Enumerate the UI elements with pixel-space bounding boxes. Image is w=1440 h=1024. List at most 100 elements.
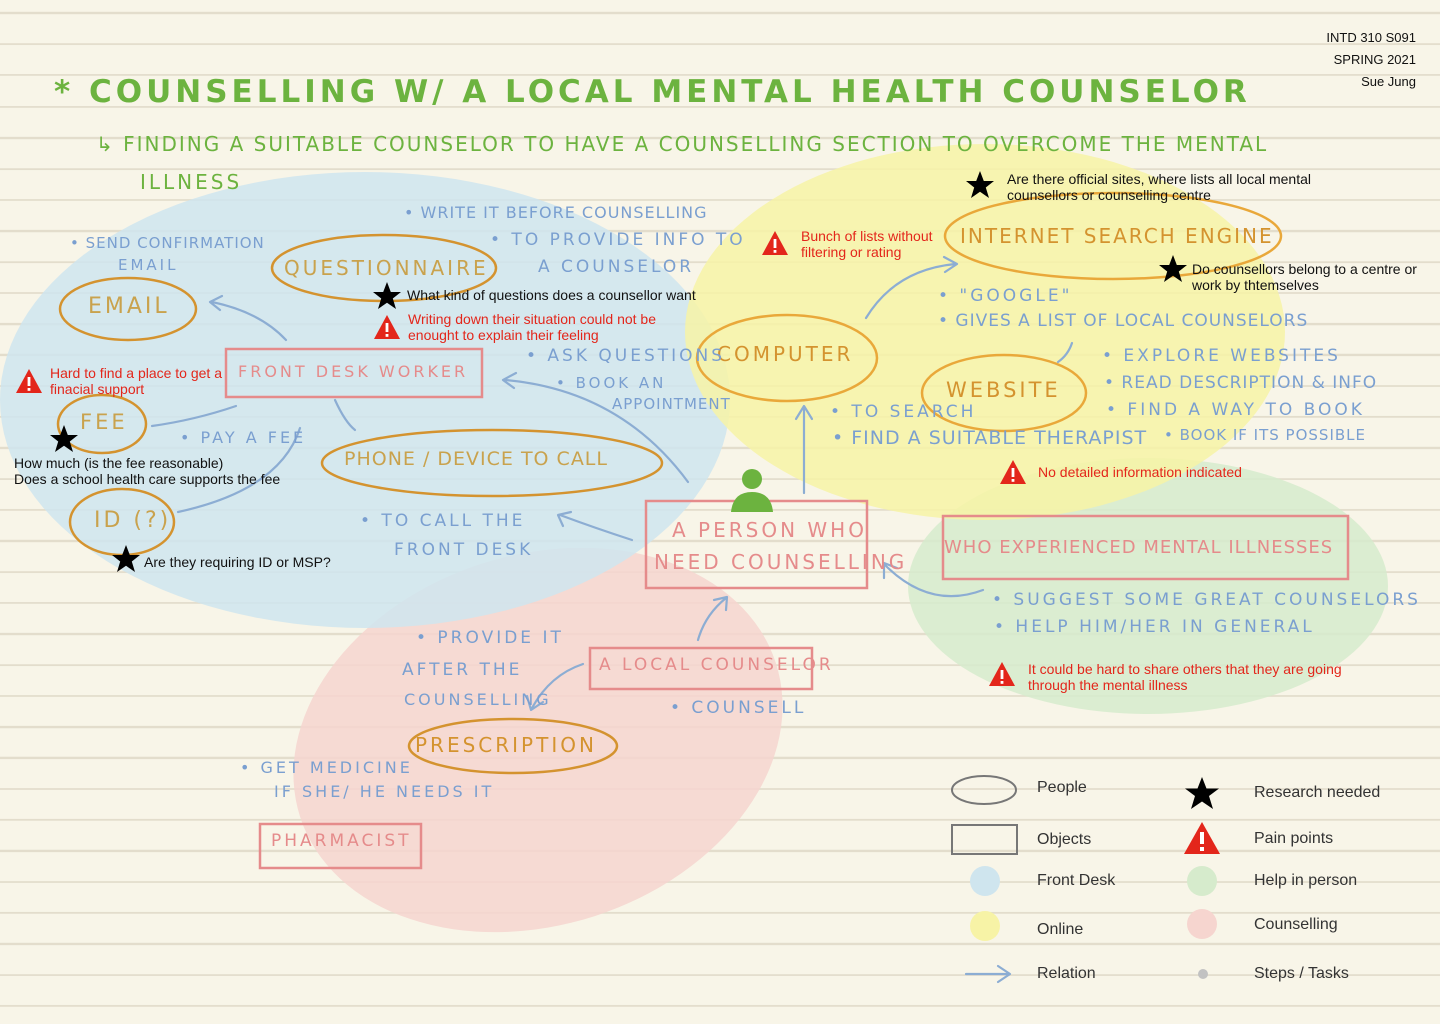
legend-counselling-dot bbox=[1187, 909, 1217, 939]
task-help-general: • HELP HIM/HER IN GENERAL bbox=[994, 617, 1315, 637]
website-ellipse bbox=[920, 353, 1088, 433]
task-provide-after-3: COUNSELLING bbox=[404, 690, 552, 709]
arrow-experienced-to-person bbox=[882, 561, 985, 598]
legend-online: Online bbox=[1037, 921, 1084, 938]
legend-online-dot bbox=[970, 911, 1000, 941]
task-google: • "GOOGLE" bbox=[938, 286, 1073, 306]
task-call-front-desk-2: FRONT DESK bbox=[394, 540, 534, 560]
task-provide-after-2: AFTER THE bbox=[402, 660, 523, 680]
legend-people: People bbox=[1037, 779, 1087, 796]
arrow-person-to-phone-call bbox=[556, 510, 634, 542]
author-name: Sue Jung bbox=[1361, 74, 1416, 89]
task-pay-fee: • PAY A FEE bbox=[180, 428, 307, 447]
person-head bbox=[742, 469, 762, 489]
connector-search-website bbox=[1056, 341, 1074, 364]
legend-front-desk-dot bbox=[970, 866, 1000, 896]
star-icon bbox=[112, 545, 140, 572]
legend-steps-dot bbox=[1198, 969, 1208, 979]
star-icon bbox=[373, 282, 401, 309]
id-label: ID (?) bbox=[94, 508, 172, 533]
warning-icon bbox=[374, 315, 400, 339]
task-get-medicine: • GET MEDICINE bbox=[240, 758, 413, 777]
front-desk-rect bbox=[224, 347, 484, 399]
fee-ellipse bbox=[56, 393, 148, 455]
person-body bbox=[731, 492, 773, 512]
person-label-1: A PERSON WHO bbox=[672, 518, 867, 542]
zone-help-in-person bbox=[908, 458, 1388, 714]
arrow-counselor-to-prescription bbox=[525, 662, 585, 712]
experienced-label: WHO EXPERIENCED MENTAL ILLNESSES bbox=[944, 537, 1334, 558]
star-icon bbox=[50, 425, 78, 452]
arrow-person-to-frontdesk bbox=[501, 371, 690, 484]
connector-frontdesk-phone bbox=[333, 398, 357, 432]
person-label-2: NEED COUNSELLING bbox=[654, 550, 908, 574]
legend-steps: Steps / Tasks bbox=[1254, 965, 1349, 982]
task-counsell: • COUNSELL bbox=[670, 698, 807, 718]
task-provide-info-2: A COUNSELOR bbox=[538, 257, 695, 277]
note-research-fee-line-2: Does a school health care supports the f… bbox=[14, 471, 281, 487]
note-research-official: Are there official sites, where lists al… bbox=[1007, 171, 1311, 203]
search-ellipse bbox=[943, 191, 1283, 281]
front-desk-label: FRONT DESK WORKER bbox=[238, 362, 469, 381]
computer-ellipse bbox=[695, 313, 879, 403]
note-research-fee: How much (is the fee reasonable) Does a … bbox=[14, 455, 314, 487]
task-explore-websites: • EXPLORE WEBSITES bbox=[1102, 346, 1341, 366]
course-code: INTD 310 S091 bbox=[1326, 30, 1416, 45]
legend-people-shape bbox=[951, 775, 1017, 805]
experienced-rect bbox=[941, 514, 1350, 581]
task-list-counselors: • GIVES A LIST OF LOCAL COUNSELORS bbox=[938, 311, 1309, 331]
fee-label: FEE bbox=[80, 410, 128, 434]
warning-icon bbox=[989, 662, 1015, 686]
note-pain-financial: Hard to find a place to get a finacial s… bbox=[50, 365, 222, 397]
task-provide-after: • PROVIDE IT bbox=[416, 628, 564, 648]
legend-front-desk: Front Desk bbox=[1037, 872, 1116, 889]
task-book-if-possible: • BOOK IF ITS POSSIBLE bbox=[1164, 426, 1366, 444]
arrow-frontdesk-to-email bbox=[208, 294, 288, 342]
computer-label: COMPUTER bbox=[717, 342, 854, 366]
legend-help-dot bbox=[1187, 866, 1217, 896]
local-counselor-label: A LOCAL COUNSELOR bbox=[599, 655, 834, 675]
pharmacist-rect bbox=[258, 822, 423, 870]
task-read-description: • READ DESCRIPTION & INFO bbox=[1104, 373, 1378, 393]
pharmacist-label: PHARMACIST bbox=[271, 831, 412, 851]
task-book-appointment-2: APPOINTMENT bbox=[612, 395, 731, 413]
note-pain-share: It could be hard to share others that th… bbox=[1028, 661, 1342, 693]
legend-objects: Objects bbox=[1037, 831, 1092, 848]
task-suggest-counselors: • SUGGEST SOME GREAT COUNSELORS bbox=[992, 590, 1421, 610]
zone-counselling bbox=[293, 547, 783, 933]
star-icon bbox=[966, 171, 994, 198]
prescription-label: PRESCRIPTION bbox=[415, 733, 597, 757]
connector-frontdesk-fee bbox=[150, 404, 238, 428]
note-research-questions: What kind of questions does a counsellor… bbox=[407, 287, 696, 303]
task-to-search: • TO SEARCH bbox=[830, 402, 977, 422]
arrow-counselor-to-person bbox=[696, 595, 729, 642]
subtitle-line-2: ILLNESS bbox=[140, 170, 243, 194]
note-research-fee-line-1: How much (is the fee reasonable) bbox=[14, 455, 224, 471]
legend-objects-shape bbox=[951, 824, 1018, 855]
star-icon bbox=[1185, 777, 1219, 809]
phone-ellipse bbox=[320, 428, 664, 498]
email-ellipse bbox=[58, 276, 198, 342]
warning-icon bbox=[16, 369, 42, 393]
arrow-person-to-computer bbox=[794, 404, 814, 495]
course-term: SPRING 2021 bbox=[1333, 52, 1416, 67]
arrow-computer-to-search bbox=[864, 255, 959, 320]
legend-relation-arrow bbox=[964, 964, 1012, 984]
note-pain-writing: Writing down their situation could not b… bbox=[408, 311, 656, 343]
page-title: * COUNSELLING W/ A LOCAL MENTAL HEALTH C… bbox=[54, 74, 1251, 110]
legend-pain: Pain points bbox=[1254, 830, 1334, 847]
warning-icon bbox=[1184, 822, 1220, 854]
local-counselor-rect bbox=[588, 646, 814, 691]
note-pain-no-info: No detailed information indicated bbox=[1038, 464, 1242, 480]
legend-counselling: Counselling bbox=[1254, 916, 1338, 933]
warning-icon bbox=[762, 231, 788, 255]
website-label: WEBSITE bbox=[946, 378, 1061, 402]
phone-label: PHONE / DEVICE TO CALL bbox=[344, 448, 608, 470]
questionnaire-label: QUESTIONNAIRE bbox=[284, 256, 489, 280]
warning-icon bbox=[1000, 460, 1026, 484]
task-write-before: • WRITE IT BEFORE COUNSELLING bbox=[404, 203, 708, 222]
star-icon bbox=[1159, 255, 1187, 282]
task-provide-info: • TO PROVIDE INFO TO bbox=[490, 230, 746, 250]
task-get-medicine-2: IF SHE/ HE NEEDS IT bbox=[274, 782, 495, 801]
